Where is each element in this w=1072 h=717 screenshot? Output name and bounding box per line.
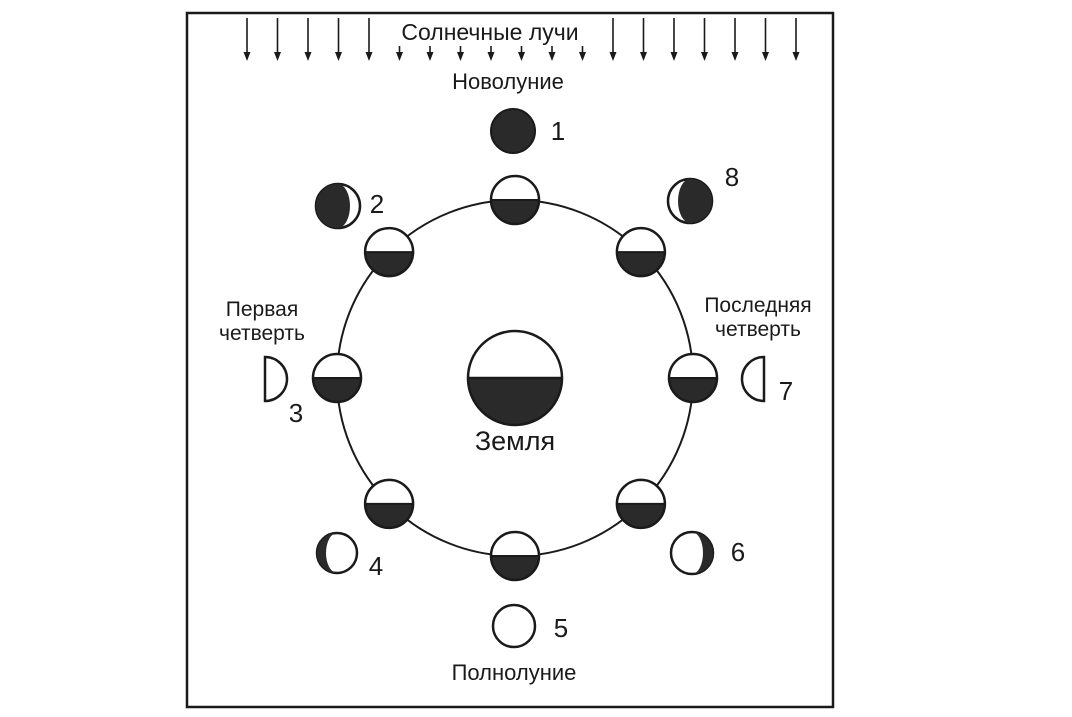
phase-7-last-quarter — [740, 355, 766, 403]
sun-ray-arrow — [609, 18, 617, 61]
sun-ray-arrow — [243, 18, 251, 61]
orbit-moon — [311, 352, 363, 404]
phase-8-waning-crescent — [666, 177, 714, 225]
phase-number-3: 3 — [289, 398, 303, 428]
phase-number-2: 2 — [370, 189, 384, 219]
phase-4-waxing-gibbous — [315, 531, 359, 575]
phase-6-waning-gibbous — [669, 530, 715, 576]
sun-ray-arrow — [731, 18, 739, 61]
sun-rays-label: Солнечные лучи — [401, 19, 578, 45]
first-quarter-label-line-2: четверть — [219, 322, 305, 345]
phase-number-6: 6 — [731, 537, 745, 567]
sun-ray-arrow — [335, 18, 342, 61]
full-moon-label: Полнолуние — [452, 660, 577, 685]
sun-ray-arrow — [701, 18, 708, 61]
earth-label: Земля — [475, 426, 555, 456]
phase-5-full-moon — [491, 603, 537, 649]
sun-ray-arrow — [670, 18, 678, 61]
sun-ray-arrow — [762, 18, 769, 61]
sun-ray-arrow — [304, 18, 312, 61]
orbit-moon — [615, 226, 667, 278]
phase-number-1: 1 — [551, 116, 565, 146]
sun-ray-arrow — [792, 18, 800, 61]
last-quarter-label-line-1: Последняя — [704, 294, 811, 317]
new-moon-label: Новолуние — [452, 69, 564, 94]
first-quarter-label-line-1: Первая — [226, 298, 298, 321]
phase-3-first-quarter — [263, 355, 289, 403]
phase-number-4: 4 — [369, 551, 383, 581]
orbit-moon — [615, 478, 667, 530]
orbit-moon — [489, 174, 541, 226]
orbit-moon — [363, 226, 415, 278]
orbit-moon — [667, 352, 719, 404]
phase-number-5: 5 — [554, 613, 568, 643]
phase-number-8: 8 — [725, 162, 739, 192]
earth — [466, 329, 564, 427]
phase-number-7: 7 — [779, 376, 793, 406]
sun-ray-arrow — [274, 18, 281, 61]
diagram-frame — [185, 11, 835, 709]
sun-ray-arrow — [640, 18, 647, 61]
orbit-moon — [363, 478, 415, 530]
last-quarter-label-line-2: четверть — [715, 318, 801, 341]
orbit-moon — [489, 530, 541, 582]
phase-2-waxing-crescent — [314, 182, 362, 230]
sun-rays-label-bg — [372, 16, 608, 46]
sun-ray-arrow — [365, 18, 373, 61]
phase-1-new-moon — [490, 108, 536, 154]
